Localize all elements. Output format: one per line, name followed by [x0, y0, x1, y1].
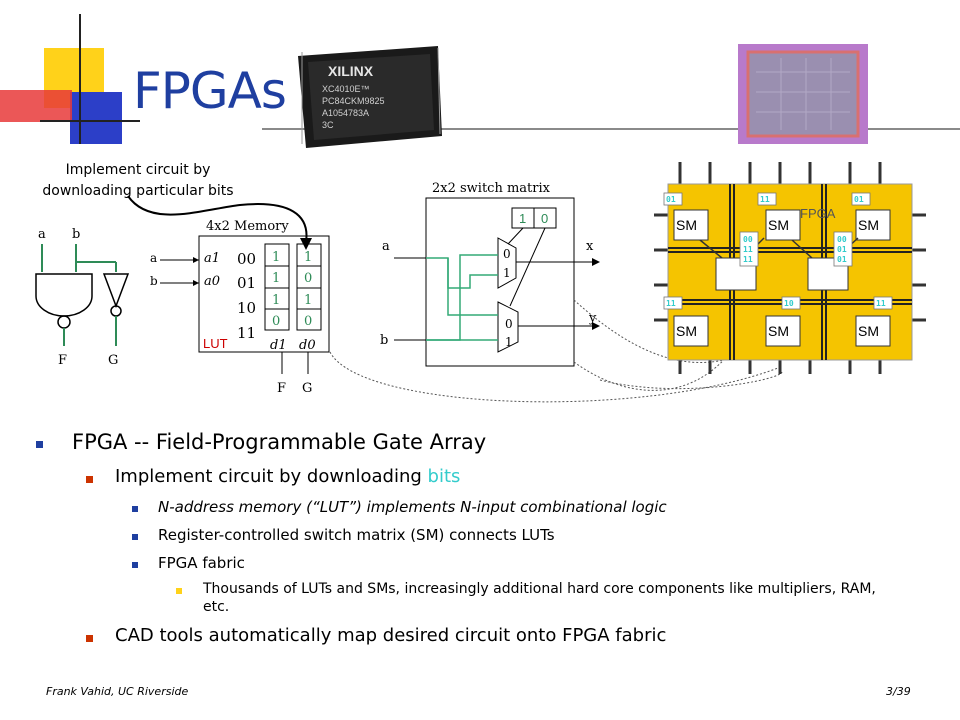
svg-text:0: 0: [272, 314, 280, 329]
gate-input-a: a: [38, 227, 46, 242]
svg-text:01: 01: [237, 274, 256, 292]
svg-text:G: G: [302, 381, 312, 396]
svg-text:d1: d1: [270, 338, 287, 353]
svg-text:b: b: [380, 333, 388, 348]
footer-author: Frank Vahid, UC Riverside: [46, 685, 189, 698]
svg-text:a0: a0: [204, 274, 220, 289]
svg-text:01: 01: [837, 245, 847, 254]
gate-input-b: b: [72, 227, 80, 242]
bullet-cad-tools: CAD tools automatically map desired circ…: [115, 625, 667, 646]
fpga-die-image: [738, 44, 868, 144]
svg-text:F: F: [277, 381, 286, 396]
svg-text:11: 11: [666, 299, 676, 308]
xilinx-chip-image: XILINX XC4010E™ PC84CKM9825 A1054783A 3C: [298, 46, 442, 148]
bullet-switch-matrix: Register-controlled switch matrix (SM) c…: [158, 526, 555, 544]
fpga-label: FPGA: [800, 206, 836, 221]
svg-text:10: 10: [784, 299, 794, 308]
svg-text:SM: SM: [768, 323, 789, 339]
svg-text:x: x: [586, 239, 594, 254]
svg-text:SM: SM: [676, 323, 697, 339]
svg-text:1: 1: [304, 250, 312, 265]
svg-text:01: 01: [666, 195, 676, 204]
callout-text: Implement circuit by downloading particu…: [42, 162, 234, 199]
svg-text:0: 0: [503, 247, 511, 261]
svg-text:1: 1: [272, 271, 280, 286]
memory-title: 4x2 Memory: [206, 219, 289, 234]
svg-text:1: 1: [519, 211, 526, 226]
svg-text:00: 00: [743, 235, 753, 244]
bullet-thousands: Thousands of LUTs and SMs, increasingly …: [203, 581, 876, 615]
svg-text:SM: SM: [858, 323, 879, 339]
switch-matrix: 2x2 switch matrix 1 0 a b 0 1 0 1 x y: [380, 181, 600, 367]
svg-text:1: 1: [272, 293, 280, 308]
svg-text:SM: SM: [676, 217, 697, 233]
svg-text:11: 11: [237, 324, 256, 342]
title-rule: [262, 128, 960, 130]
gate-output-f: F: [58, 353, 67, 368]
corner-decoration: [0, 0, 140, 150]
svg-text:1: 1: [304, 293, 312, 308]
svg-text:1: 1: [272, 250, 280, 265]
svg-text:y: y: [588, 311, 597, 326]
gate-output-g: G: [108, 353, 118, 368]
svg-text:d0: d0: [299, 338, 316, 353]
svg-text:11: 11: [743, 255, 753, 264]
fpga-fabric: FPGA SM SM SM SM SM SM LUT LUT: [654, 162, 926, 374]
fpga-diagram: a b F G 4x2 Memory a b a1 a0 00 01 10 11: [35, 162, 926, 403]
svg-text:1: 1: [503, 266, 511, 280]
svg-text:a: a: [382, 239, 390, 254]
svg-text:2x2 switch matrix: 2x2 switch matrix: [432, 181, 551, 196]
svg-text:XC4010E™: XC4010E™: [322, 84, 370, 94]
svg-text:LUT: LUT: [718, 270, 743, 285]
bullet-lut: N-address memory (“LUT”) implements N-in…: [158, 498, 667, 516]
svg-text:SM: SM: [768, 217, 789, 233]
svg-text:11: 11: [760, 195, 770, 204]
svg-text:10: 10: [237, 299, 256, 317]
lut-memory: 4x2 Memory a b a1 a0 00 01 10 11 11 10 1…: [150, 219, 330, 396]
svg-text:3C: 3C: [322, 120, 334, 130]
callout-arrow: [127, 195, 308, 243]
svg-text:00: 00: [237, 250, 256, 268]
svg-text:LUT: LUT: [810, 270, 835, 285]
svg-text:11: 11: [876, 299, 886, 308]
svg-text:0: 0: [304, 314, 312, 329]
lut-label: LUT: [203, 336, 228, 351]
svg-text:SM: SM: [858, 217, 879, 233]
svg-text:1: 1: [505, 335, 513, 349]
bullet-implement: Implement circuit by downloading bits: [115, 466, 461, 487]
svg-text:00: 00: [837, 235, 847, 244]
svg-text:0: 0: [304, 271, 312, 286]
svg-text:b: b: [150, 274, 158, 288]
svg-text:PC84CKM9825: PC84CKM9825: [322, 96, 385, 106]
gate-circuit: a b F G: [35, 227, 130, 368]
svg-text:0: 0: [505, 317, 513, 331]
svg-text:a1: a1: [204, 251, 220, 266]
svg-text:A1054783A: A1054783A: [322, 108, 369, 118]
svg-text:01: 01: [837, 255, 847, 264]
chip-brand-label: XILINX: [328, 63, 374, 79]
svg-text:01: 01: [854, 195, 864, 204]
page-title: FPGAs: [133, 62, 287, 120]
svg-text:11: 11: [743, 245, 753, 254]
svg-text:a: a: [150, 251, 157, 265]
bullet-fpga-fabric: FPGA fabric: [158, 554, 245, 572]
footer-page-number: 3/39: [886, 685, 911, 698]
svg-text:0: 0: [541, 211, 548, 226]
bullet-fpga-definition: FPGA -- Field-Programmable Gate Array: [72, 430, 487, 454]
